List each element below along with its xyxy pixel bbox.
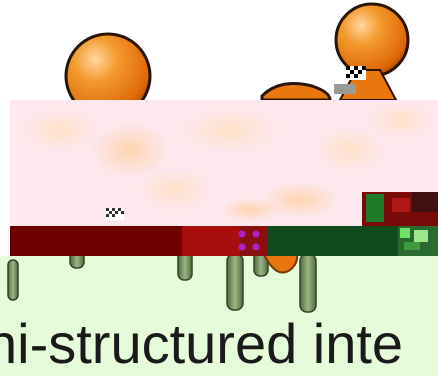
dark-strip: [10, 226, 438, 256]
orange-figures: [64, 2, 410, 120]
mint-ground: [0, 256, 438, 376]
caption-text: hi-structured inte: [0, 312, 404, 375]
glitch-checker-mid: [106, 208, 124, 220]
glitch-checker-top: [334, 66, 366, 94]
glitch-right-block: [362, 192, 438, 226]
banner-blotches: [20, 100, 434, 222]
